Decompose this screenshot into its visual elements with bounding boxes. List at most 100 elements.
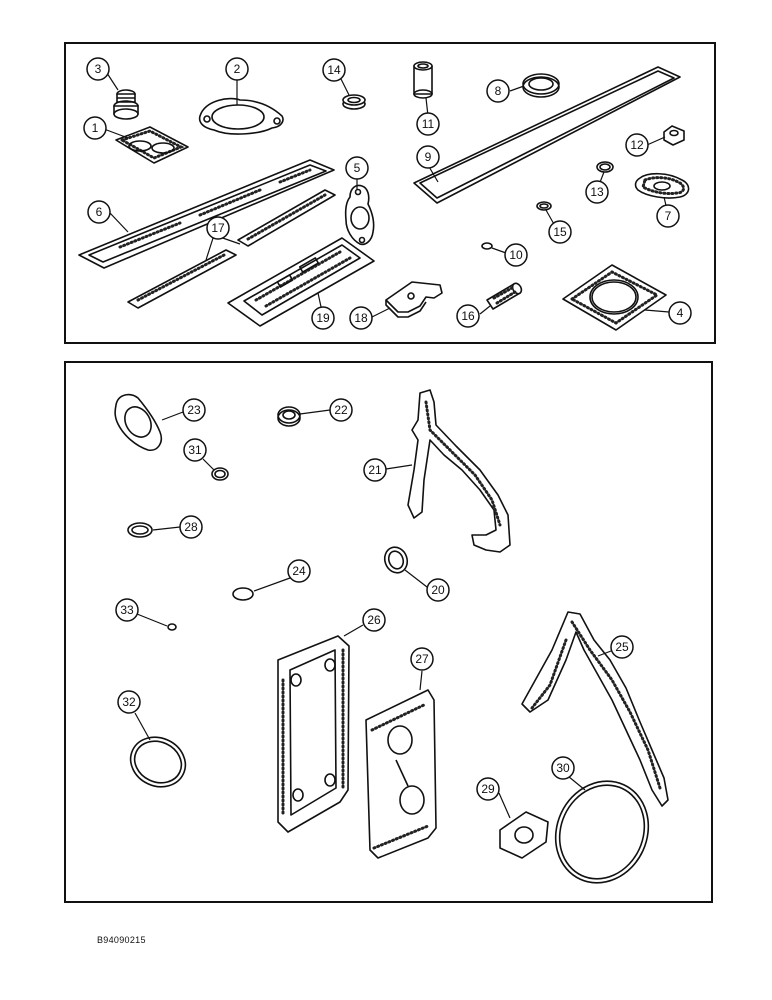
callout-label: 21 (368, 463, 382, 477)
callout-27: 27 (410, 647, 434, 671)
callout-32: 32 (117, 690, 141, 714)
callout-14: 14 (322, 58, 346, 82)
callout-30: 30 (551, 756, 575, 780)
callout-label: 4 (677, 306, 684, 320)
callout-label: 15 (553, 225, 567, 239)
callout-label: 5 (354, 161, 361, 175)
callout-label: 23 (187, 403, 201, 417)
part-18-bracket (385, 281, 443, 318)
callout-label: 1 (92, 121, 99, 135)
callout-9: 9 (416, 145, 440, 169)
callout-2: 2 (225, 57, 249, 81)
part-29-small-gasket (499, 811, 549, 859)
callout-label: 6 (96, 205, 103, 219)
callout-label: 16 (461, 309, 475, 323)
callout-28: 28 (179, 515, 203, 539)
part-9-long-gasket (413, 66, 681, 204)
part-5-gasket (344, 184, 375, 246)
callout-17: 17 (206, 216, 230, 240)
part-30-large-ring (554, 780, 650, 884)
callout-label: 8 (495, 84, 502, 98)
callout-8: 8 (486, 79, 510, 103)
callout-10: 10 (504, 243, 528, 267)
callout-label: 7 (665, 209, 672, 223)
callout-label: 31 (188, 443, 202, 457)
part-8-large-ring (522, 73, 560, 98)
leader-lines (103, 69, 670, 819)
callout-1: 1 (83, 116, 107, 140)
part-27-plate-gasket (365, 689, 437, 859)
callout-7: 7 (656, 204, 680, 228)
callout-16: 16 (456, 304, 480, 328)
part-3-plug (113, 89, 139, 120)
part-26-cooler-gasket (277, 635, 350, 833)
part-25-rear-gasket (521, 611, 669, 807)
callout-label: 9 (425, 150, 432, 164)
callout-label: 18 (354, 311, 368, 325)
part-4-square-gasket (562, 264, 667, 331)
part-21-gear-cover-gasket (407, 389, 511, 553)
callout-label: 25 (615, 640, 629, 654)
callout-label: 2 (234, 62, 241, 76)
part-6-valve-cover-gasket (78, 159, 335, 269)
part-19-plate-gasket (227, 237, 375, 327)
callout-label: 3 (95, 62, 102, 76)
callout-23: 23 (182, 398, 206, 422)
callout-21: 21 (363, 458, 387, 482)
callout-label: 30 (556, 761, 570, 775)
part-10-tiny-ring (481, 242, 493, 250)
callout-3: 3 (86, 57, 110, 81)
callout-5: 5 (345, 156, 369, 180)
callout-label: 33 (120, 603, 134, 617)
callout-label: 29 (481, 782, 495, 796)
callout-18: 18 (349, 306, 373, 330)
callout-label: 12 (630, 138, 644, 152)
callout-label: 10 (509, 248, 523, 262)
part-31-o-ring (211, 467, 229, 481)
figure-code: B94090215 (97, 935, 146, 945)
part-32-large-o-ring (129, 736, 187, 788)
lower-panel-frame (64, 361, 713, 903)
callout-6: 6 (87, 200, 111, 224)
part-16-pin (486, 282, 523, 310)
callout-label: 28 (184, 520, 198, 534)
part-1-square-gasket (115, 126, 189, 164)
part-17-strips (127, 189, 336, 309)
callout-11: 11 (416, 112, 440, 136)
callout-22: 22 (329, 398, 353, 422)
callout-label: 32 (122, 695, 136, 709)
part-24-o-ring (232, 587, 254, 601)
part-15-small-ring (536, 201, 552, 211)
callout-19: 19 (311, 306, 335, 330)
callout-label: 19 (316, 311, 330, 325)
part-12-fitting (663, 125, 685, 146)
callout-label: 24 (292, 564, 306, 578)
part-2-flange-gasket (198, 97, 284, 135)
part-20-ring (383, 546, 409, 574)
part-13-o-ring (596, 161, 614, 173)
callout-label: 14 (327, 63, 341, 77)
callout-26: 26 (362, 608, 386, 632)
callout-label: 22 (334, 403, 348, 417)
callout-33: 33 (115, 598, 139, 622)
callout-13: 13 (585, 180, 609, 204)
part-7-oval-gasket (634, 172, 690, 199)
upper-panel-frame (64, 42, 716, 344)
callout-20: 20 (426, 578, 450, 602)
callout-label: 26 (367, 613, 381, 627)
part-23-gasket (114, 393, 163, 452)
part-11-sleeve (413, 61, 433, 99)
part-14-ring (342, 94, 366, 110)
callout-label: 17 (211, 221, 225, 235)
callout-31: 31 (183, 438, 207, 462)
callout-label: 27 (415, 652, 429, 666)
callout-label: 20 (431, 583, 445, 597)
callout-12: 12 (625, 133, 649, 157)
callout-25: 25 (610, 635, 634, 659)
callout-label: 13 (590, 185, 604, 199)
part-33-tiny-ring (167, 623, 177, 631)
callout-15: 15 (548, 220, 572, 244)
callout-4: 4 (668, 301, 692, 325)
callout-29: 29 (476, 777, 500, 801)
